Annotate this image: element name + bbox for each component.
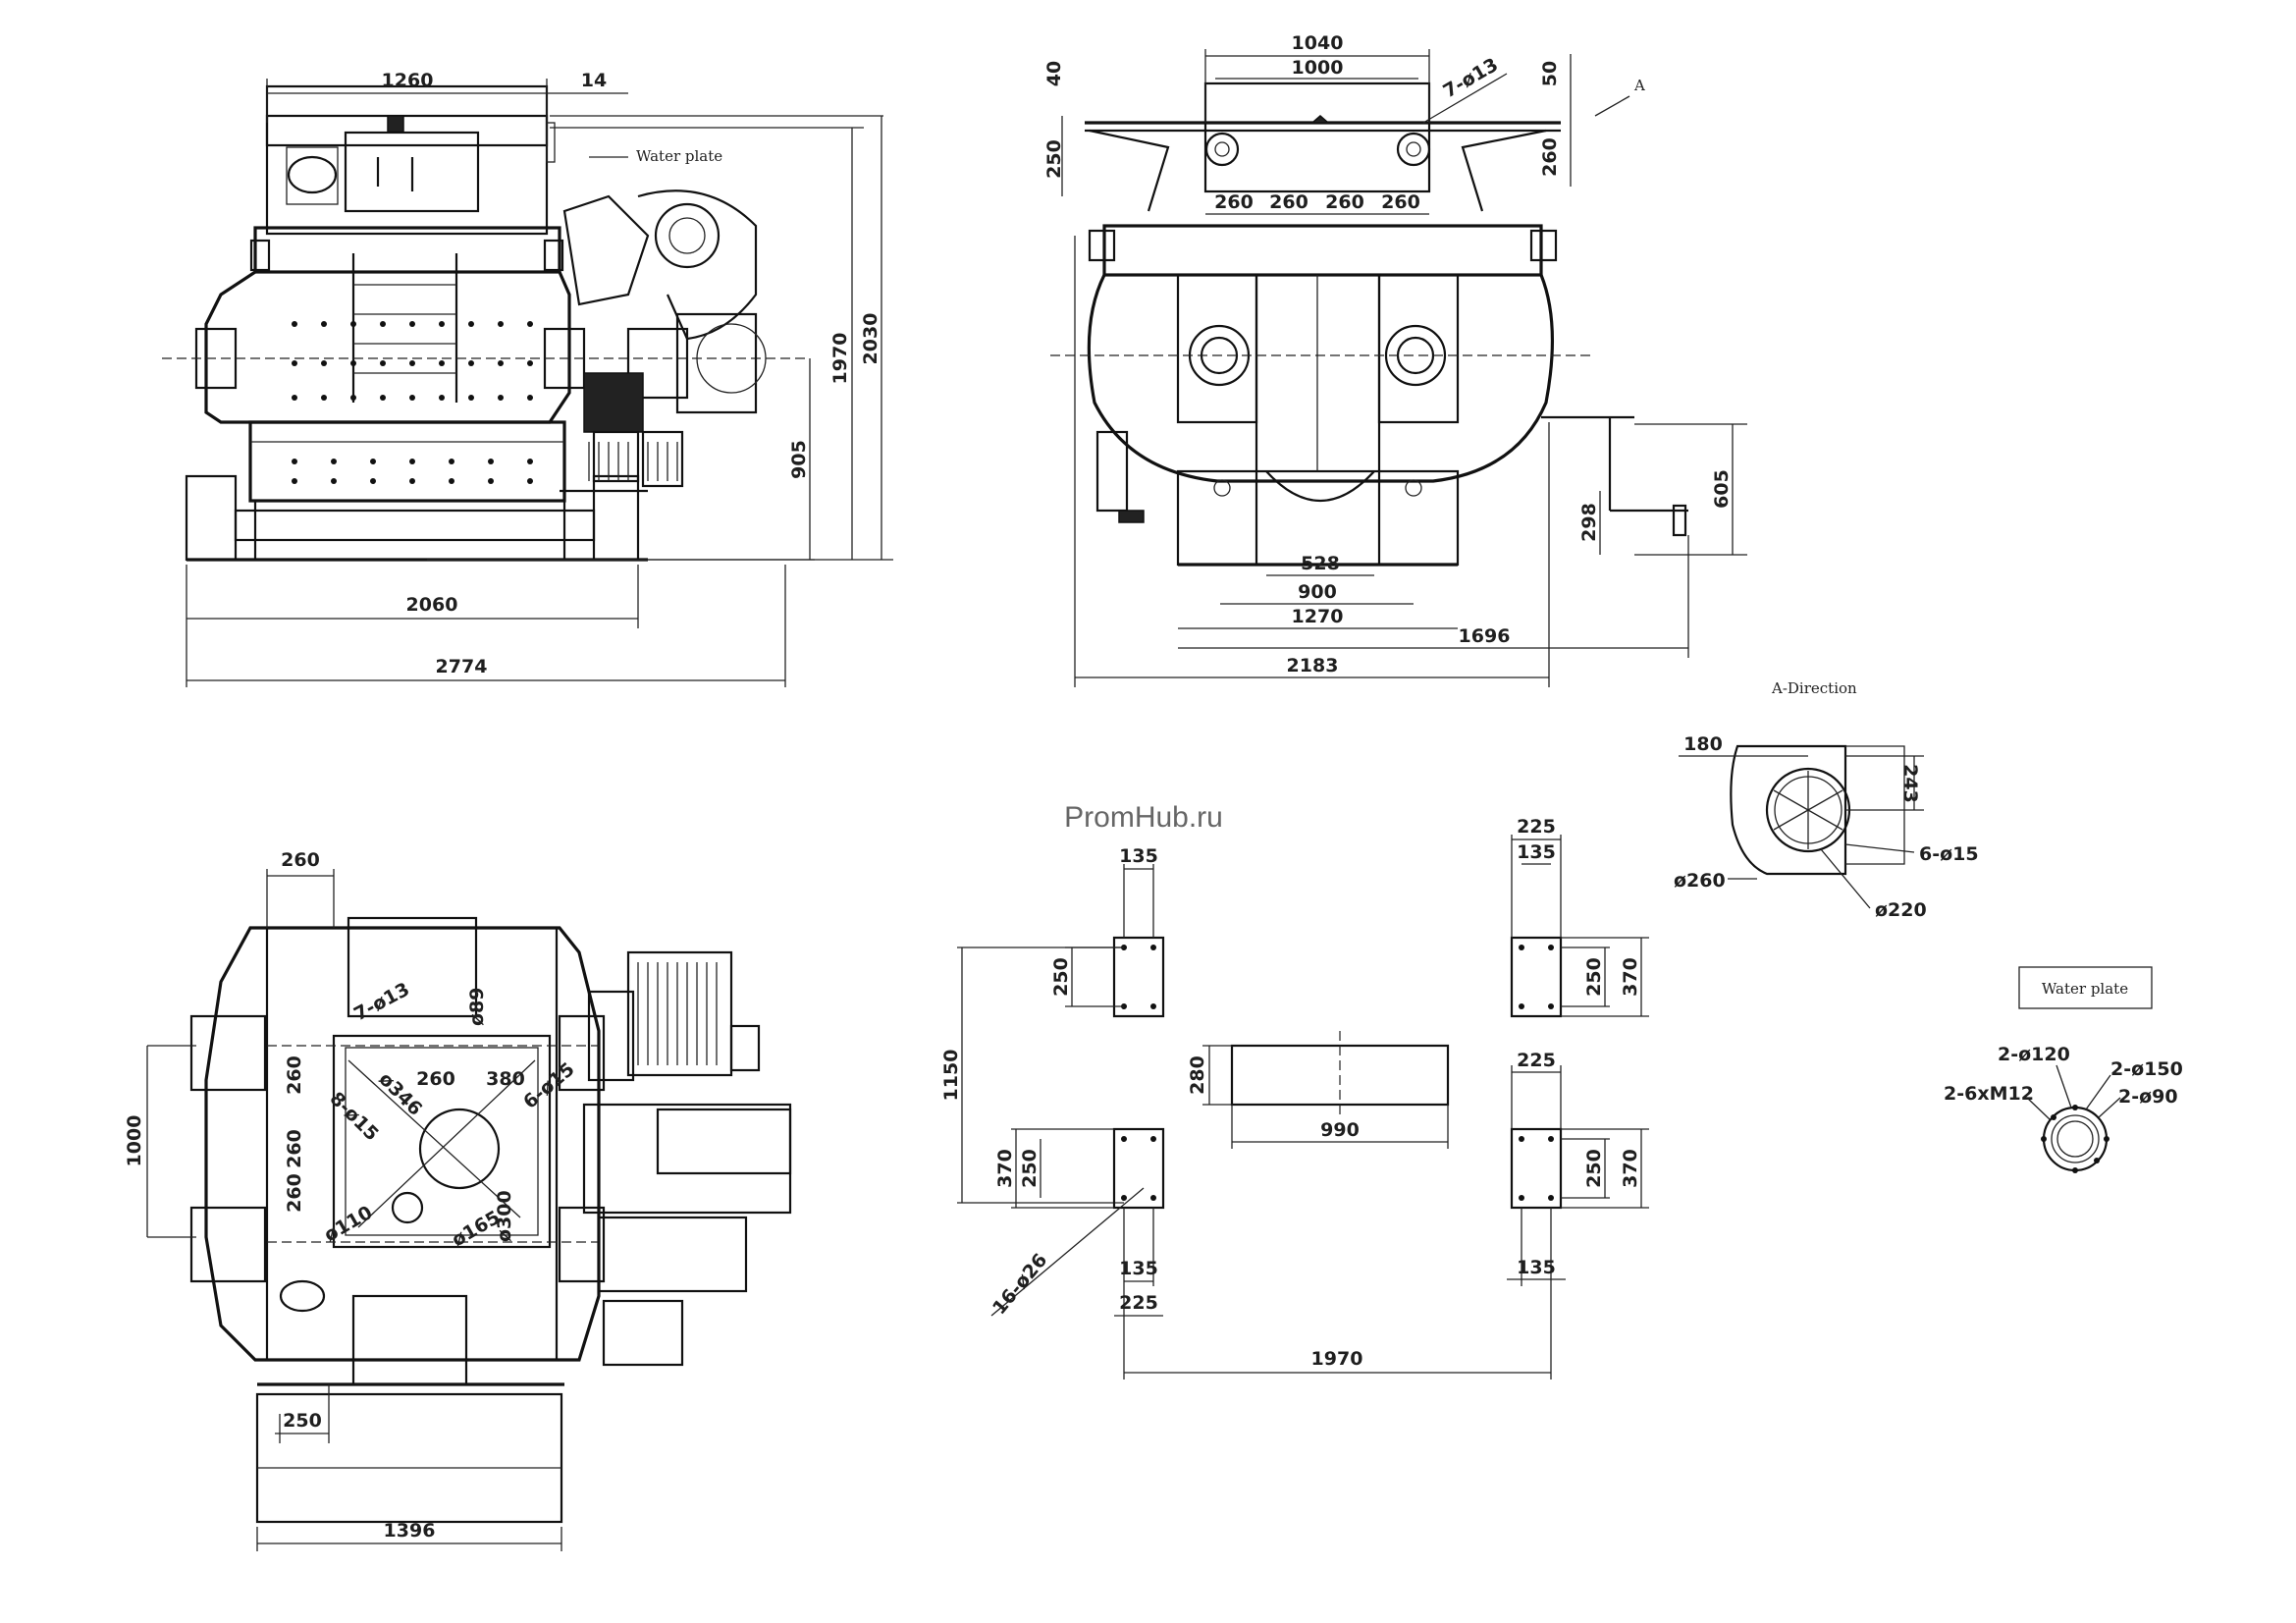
water-plate-box-label: Water plate: [2042, 980, 2128, 998]
plan-dim-d89: ø89: [466, 988, 488, 1027]
front-dim-2060: 2060: [406, 594, 458, 616]
side-dim-260: 260: [1539, 137, 1561, 177]
fd-center-h: 280: [1187, 1055, 1208, 1095]
a-direction-detail: A-Direction 180 243 6-ø15 ø260 ø220: [1674, 679, 1979, 921]
plan-dim-holes: 7-ø13: [350, 979, 413, 1026]
fd-br-h-outer: 370: [1620, 1149, 1641, 1188]
front-dim-2774: 2774: [436, 656, 488, 677]
side-dim-528: 528: [1301, 553, 1340, 574]
side-dim-900: 900: [1298, 581, 1337, 603]
side-dim-50: 50: [1539, 61, 1561, 86]
plan-dim-260-left-b: 260: [284, 1129, 305, 1168]
bolt-grid: [292, 321, 533, 484]
front-dim-1260: 1260: [382, 70, 434, 91]
plan-dim-d110: ø110: [321, 1202, 377, 1246]
side-dim-seg3: 260: [1325, 191, 1364, 213]
a-direction-title: A-Direction: [1771, 679, 1857, 697]
fd-tr-h-inner: 250: [1583, 957, 1605, 997]
plan-dim-1396: 1396: [384, 1520, 436, 1542]
a-dim-6holes: 6-ø15: [1919, 843, 1979, 865]
fd-br-w-inner: 135: [1517, 1257, 1556, 1278]
side-dim-250: 250: [1043, 139, 1065, 179]
fd-br-h-inner: 250: [1583, 1149, 1605, 1188]
motor-fins-plan: [637, 962, 718, 1065]
plan-dim-260-top: 260: [281, 849, 320, 871]
motor-fins: [588, 442, 678, 481]
side-dim-2183: 2183: [1287, 655, 1339, 676]
a-dim-180: 180: [1683, 733, 1723, 755]
fd-tl-w: 135: [1119, 845, 1158, 867]
side-dim-seg4: 260: [1381, 191, 1420, 213]
side-dim-605: 605: [1711, 469, 1733, 509]
fd-tl-h: 250: [1050, 957, 1072, 997]
fd-bl-h-inner: 250: [1019, 1149, 1041, 1188]
side-view: 1040 1000 7-ø13 40 250 50 260 A 260 260 …: [1043, 32, 1747, 687]
a-dim-d220: ø220: [1875, 899, 1927, 921]
side-dim-1270: 1270: [1292, 606, 1344, 627]
fd-br-w-outer: 225: [1517, 1050, 1556, 1071]
a-dim-d260: ø260: [1674, 870, 1726, 892]
fd-tr-h-outer: 370: [1620, 957, 1641, 997]
wp-d150: 2-ø150: [2110, 1058, 2183, 1080]
side-dim-1696: 1696: [1459, 625, 1511, 647]
plan-dim-260-left-c: 260: [284, 1173, 305, 1213]
fd-bl-h-outer: 370: [994, 1149, 1016, 1188]
fd-bl-w-inner: 135: [1119, 1258, 1158, 1279]
wp-m12: 2-6xM12: [1944, 1083, 2034, 1105]
wp-d120: 2-ø120: [1998, 1044, 2070, 1065]
plan-dim-d300: ø300: [494, 1190, 515, 1242]
fd-anchor-holes: 16-ø26: [988, 1250, 1051, 1320]
side-dim-1040: 1040: [1292, 32, 1344, 54]
a-dim-243: 243: [1899, 764, 1921, 803]
plan-dim-380: 380: [486, 1068, 525, 1090]
watermark: PromHub.ru: [1064, 801, 1223, 834]
front-dim-14: 14: [581, 70, 607, 91]
plan-dim-260-left-a: 260: [284, 1055, 305, 1095]
plan-dim-250: 250: [283, 1410, 322, 1432]
front-dim-2030: 2030: [860, 313, 881, 365]
water-plate-arrow-label: Water plate: [636, 147, 722, 165]
fd-bl-w-outer: 225: [1119, 1292, 1158, 1314]
fd-tr-w-inner: 135: [1517, 841, 1556, 863]
water-plate-detail: Water plate 2-ø120 2-ø150 2-6xM12 2-ø90: [1944, 966, 2183, 1173]
direction-a-label: A: [1633, 77, 1645, 94]
wp-d90: 2-ø90: [2118, 1086, 2178, 1108]
fd-span-v: 1150: [940, 1050, 962, 1102]
side-dim-seg1: 260: [1214, 191, 1254, 213]
front-view: 1260 14 Water plate 2030 1970 905 2060 2…: [162, 70, 893, 687]
front-dim-905: 905: [788, 440, 810, 479]
plan-dim-1000: 1000: [124, 1115, 145, 1167]
fd-center-w: 990: [1320, 1119, 1360, 1141]
plan-view: 260 7-ø13 ø89 ø346 8-ø15 260 380 6-ø15 2…: [124, 849, 792, 1551]
front-dim-1970: 1970: [829, 333, 851, 385]
side-dim-298: 298: [1578, 503, 1600, 542]
side-dim-40: 40: [1043, 61, 1065, 86]
foundation-plan: 135 250 225 135 250 370 1150 280: [940, 816, 1649, 1380]
side-dim-seg2: 260: [1269, 191, 1308, 213]
side-dim-1000: 1000: [1292, 57, 1344, 79]
fd-tr-w-outer: 225: [1517, 816, 1556, 838]
fd-span-h: 1970: [1311, 1348, 1363, 1370]
plan-dim-260-inner: 260: [416, 1068, 455, 1090]
